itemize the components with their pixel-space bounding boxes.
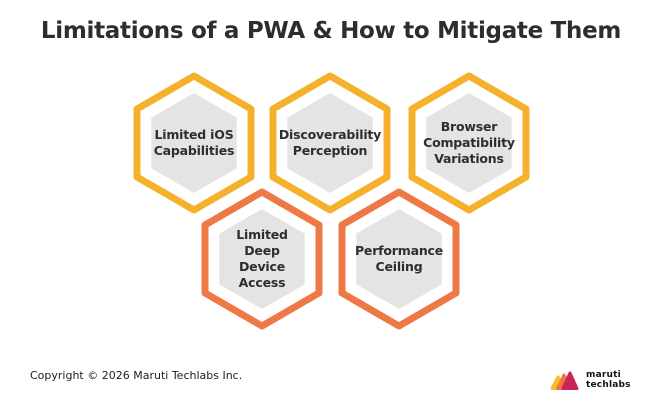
hexagon-shape-icon — [338, 188, 460, 330]
logo-triangle-pink — [563, 373, 577, 389]
hexagon-performance-ceiling: Performance Ceiling — [337, 188, 461, 330]
hexagon-fill — [426, 93, 512, 193]
hexagon-label: Limited iOS Capabilities — [153, 126, 235, 158]
hexagon-shape-icon — [201, 188, 323, 330]
hexagon-label: Browser Compatibility Variations — [423, 118, 515, 167]
hexagon-label: Discoverability Perception — [278, 126, 382, 158]
hexagon-limited-deep-device-access: Limited Deep Device Access — [200, 188, 324, 330]
hexagon-discoverability-perception: Discoverability Perception — [268, 72, 392, 214]
logo-wordmark: maruti techlabs — [586, 369, 631, 391]
logo-word-techlabs: techlabs — [586, 379, 631, 390]
hexagon-fill — [151, 93, 237, 193]
hexagon-fill — [356, 209, 442, 309]
hexagon-limited-ios-capabilities: Limited iOS Capabilities — [132, 72, 256, 214]
hexagon-browser-compatibility-variations: Browser Compatibility Variations — [407, 72, 531, 214]
hexagon-shape-icon — [408, 72, 530, 214]
hexagon-fill — [287, 93, 373, 193]
maruti-techlabs-logo: maruti techlabs — [550, 370, 631, 391]
logo-triangle-pink-outline — [561, 371, 579, 390]
copyright-text: Copyright © 2026 Maruti Techlabs Inc. — [30, 369, 243, 382]
page-title: Limitations of a PWA & How to Mitigate T… — [40, 18, 622, 44]
hexagon-label: Performance Ceiling — [354, 242, 444, 274]
hexagon-label: Limited Deep Device Access — [236, 226, 288, 291]
hexagon-shape-icon — [133, 72, 255, 214]
hexagon-fill — [219, 209, 305, 309]
logo-triangles-icon — [550, 371, 579, 390]
hexagon-shape-icon — [269, 72, 391, 214]
logo-word-maruti: maruti — [586, 369, 621, 380]
